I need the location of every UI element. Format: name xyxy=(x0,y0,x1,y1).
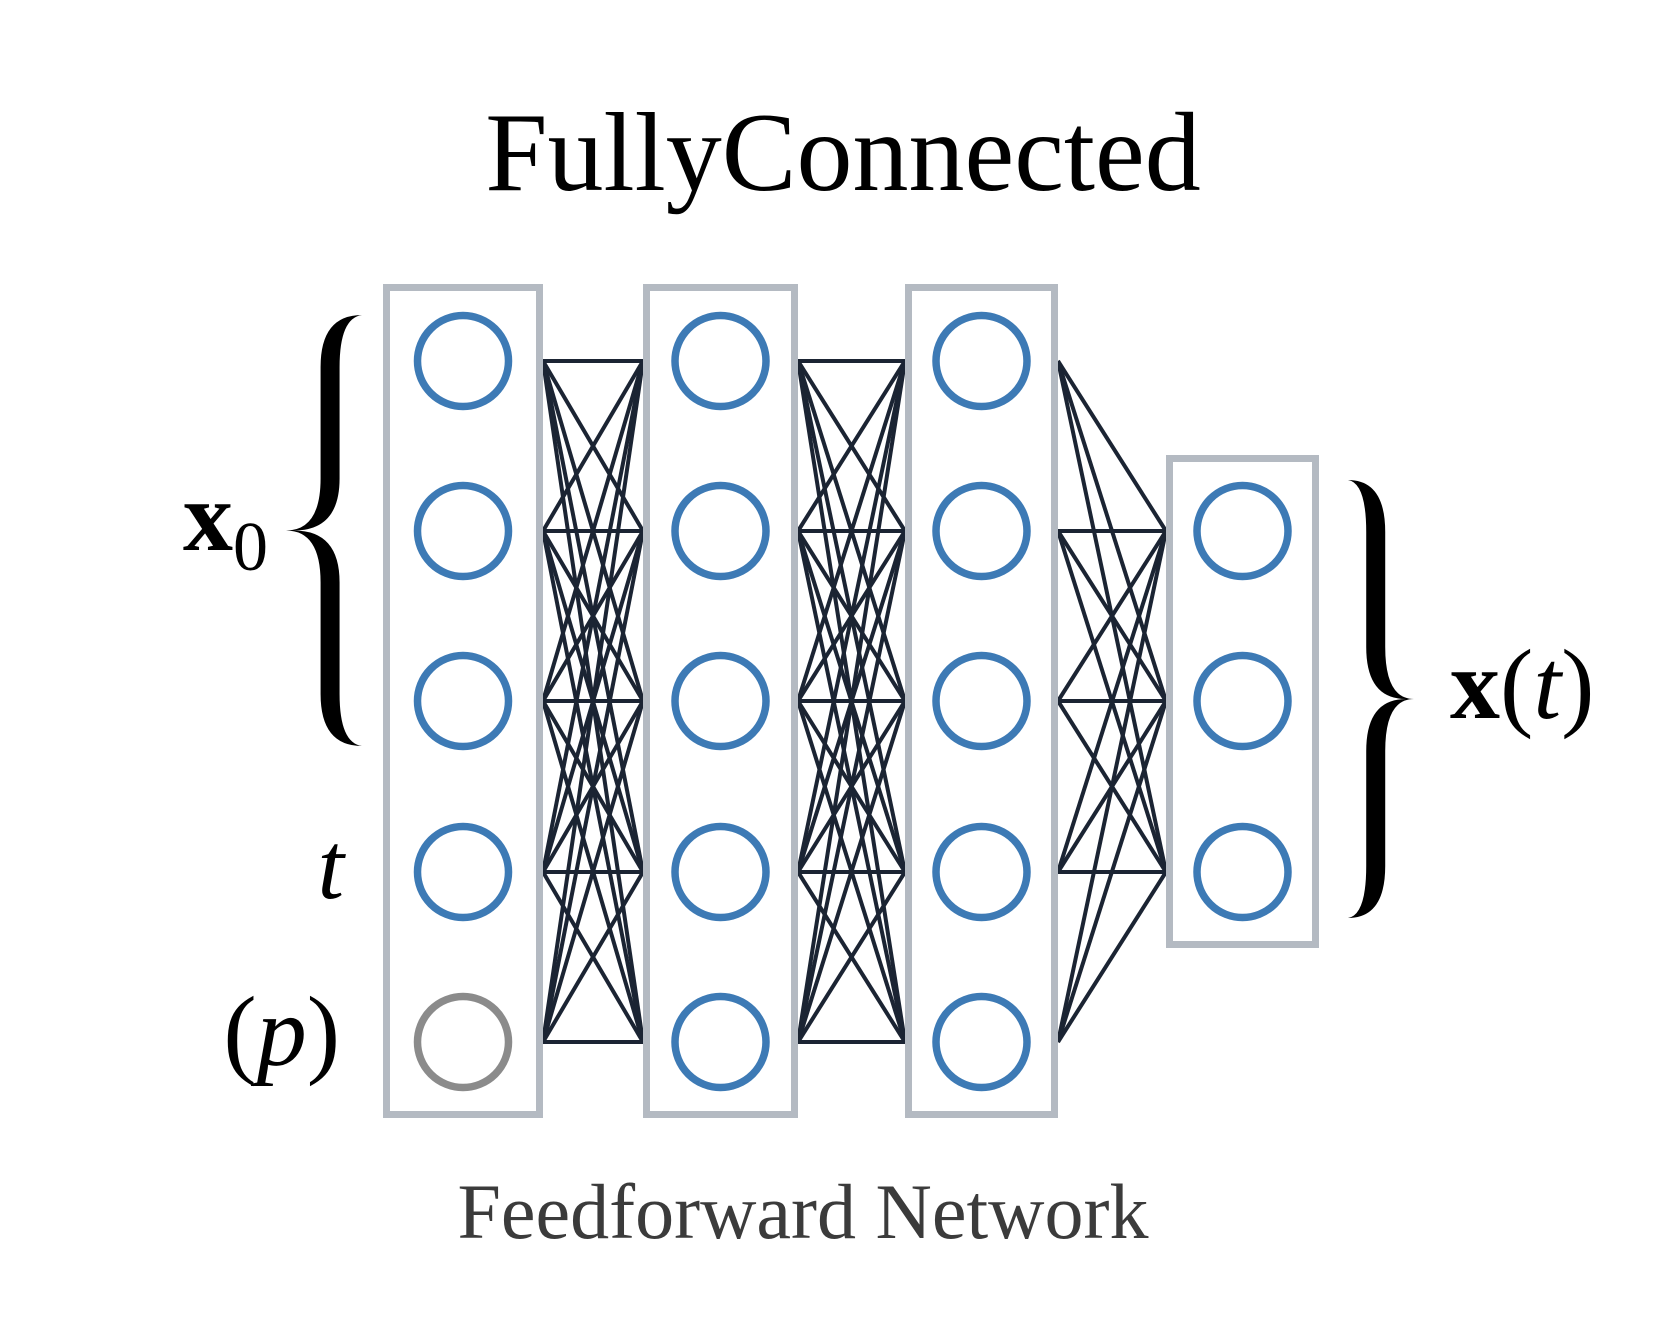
connection-line xyxy=(796,870,907,1044)
output-brace xyxy=(1348,480,1414,918)
neuron-hidden-layer-1-4 xyxy=(671,822,770,922)
output-base: x xyxy=(1450,629,1500,740)
neuron-hidden-layer-2-2 xyxy=(932,481,1031,581)
neuron-hidden-layer-1-3 xyxy=(671,651,770,751)
input-vector-base: x xyxy=(183,461,233,572)
neuron-output-layer-3 xyxy=(1193,822,1292,922)
connection-line xyxy=(541,530,645,1043)
connection-line xyxy=(1056,530,1168,1043)
neuron-output-layer-1 xyxy=(1193,481,1292,581)
neuron-input-layer-3 xyxy=(413,651,513,751)
connection-line xyxy=(796,360,907,1043)
connection-line xyxy=(541,870,645,1044)
neuron-output-layer-2 xyxy=(1193,651,1292,751)
connection-line xyxy=(1056,700,1168,1043)
param-variable: p xyxy=(251,976,307,1087)
connection-line xyxy=(541,360,645,702)
diagram-title: FullyConnected xyxy=(485,91,1200,215)
connection-line xyxy=(796,359,907,533)
neuron-input-layer-4 xyxy=(413,822,513,922)
connection-line xyxy=(541,700,645,1043)
neuron-hidden-layer-1-1 xyxy=(671,311,770,411)
neuron-hidden-layer-2-3 xyxy=(932,651,1031,751)
neuron-hidden-layer-2-5 xyxy=(932,992,1031,1092)
output-close-paren: ) xyxy=(1561,629,1594,740)
connection-line xyxy=(1056,529,1168,703)
connection-edges xyxy=(541,359,1168,1044)
param-input-label: (p) xyxy=(223,976,340,1087)
neurons xyxy=(413,311,1292,1092)
neuron-input-layer-1 xyxy=(413,311,513,411)
diagram-caption: Feedforward Network xyxy=(458,1168,1149,1255)
input-vector-label: x0 xyxy=(183,461,268,586)
connection-line xyxy=(1056,870,1168,1044)
param-open-paren: ( xyxy=(223,976,256,1087)
connection-line xyxy=(796,700,907,1043)
input-brace xyxy=(286,315,362,746)
neuron-input-layer-2 xyxy=(413,481,513,581)
connection-line xyxy=(541,359,645,533)
connection-line xyxy=(1056,359,1168,533)
neuron-input-layer-5 xyxy=(413,992,513,1092)
output-label: x(t) xyxy=(1450,629,1594,740)
connection-line xyxy=(541,360,645,873)
connection-line xyxy=(796,530,907,1043)
output-open-paren: ( xyxy=(1500,629,1533,740)
neuron-hidden-layer-1-5 xyxy=(671,992,770,1092)
neuron-hidden-layer-2-4 xyxy=(932,822,1031,922)
param-close-paren: ) xyxy=(307,976,340,1087)
neuron-hidden-layer-2-1 xyxy=(932,311,1031,411)
output-variable: t xyxy=(1533,629,1563,740)
input-vector-subscript: 0 xyxy=(233,509,268,586)
connection-line xyxy=(541,360,645,1043)
neuron-hidden-layer-1-2 xyxy=(671,481,770,581)
time-input-label: t xyxy=(318,813,347,919)
connection-line xyxy=(796,360,907,873)
connection-line xyxy=(1056,530,1168,873)
connection-line xyxy=(796,360,907,702)
